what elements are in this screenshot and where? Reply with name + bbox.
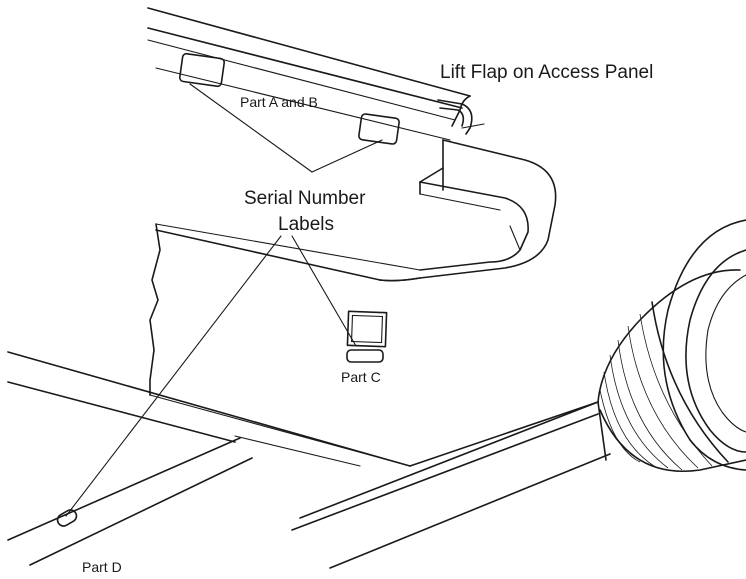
lift-flap: [437, 99, 485, 135]
part-ab-label: Part A and B: [240, 94, 318, 110]
lift-flap-label: Lift Flap on Access Panel: [440, 62, 653, 83]
leader-lines: [65, 83, 383, 517]
part-c-label: Part C: [341, 369, 381, 385]
inner-opening: [379, 139, 557, 282]
serial-label-part-a: [178, 52, 226, 88]
serial-number-label-line2: Labels: [278, 214, 334, 235]
part-d-label: Part D: [82, 559, 122, 575]
wheel: [597, 219, 746, 472]
serial-label-part-b: [358, 113, 400, 145]
serial-label-part-d: [56, 509, 78, 527]
access-panel: [147, 7, 471, 141]
frame-rails: [7, 351, 611, 569]
serial-label-part-c: [346, 310, 388, 363]
serial-number-label-line1: Serial Number: [244, 188, 366, 209]
